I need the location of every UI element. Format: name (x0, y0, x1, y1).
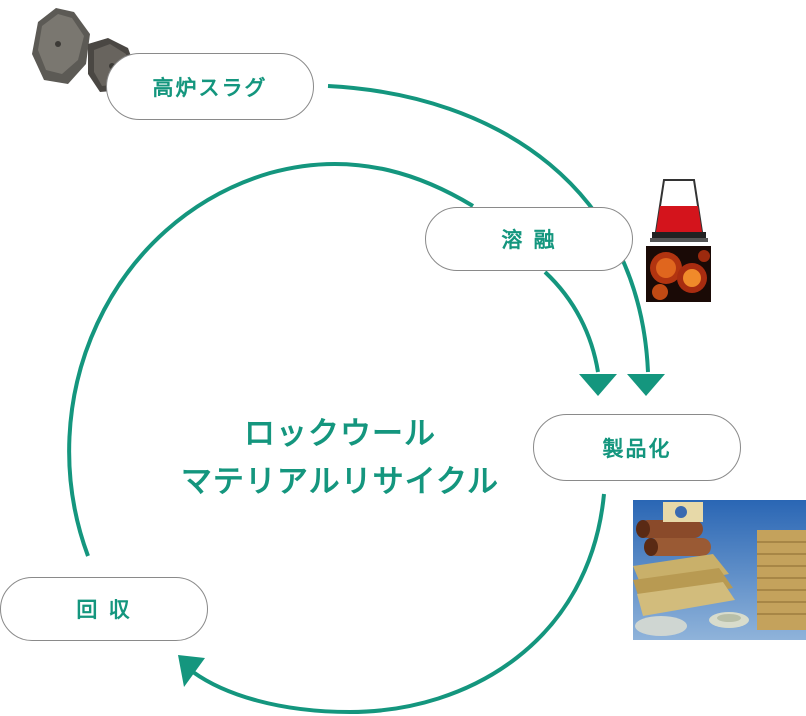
node-slag: 高炉スラグ (106, 53, 314, 120)
node-slag-label: 高炉スラグ (152, 75, 268, 100)
arrowhead-bottom (178, 655, 205, 687)
arrowhead-inner (579, 374, 617, 396)
center-title-line1: ロックウール (244, 416, 436, 452)
arrow-product-to-collect (191, 493, 606, 715)
center-title-line2: マテリアルリサイクル (180, 464, 500, 500)
arrow-collect-to-melt (67, 161, 475, 557)
arrow-melt-to-product (543, 270, 600, 373)
node-product: 製品化 (533, 414, 741, 481)
node-collect: 回 収 (0, 577, 208, 641)
arrow-slag-to-product (327, 84, 650, 373)
node-melt-label: 溶 融 (501, 228, 557, 252)
molten-slag-icon (646, 246, 711, 302)
node-collect-label: 回 収 (76, 598, 132, 622)
arrowhead-outer (627, 374, 665, 396)
node-melt: 溶 融 (425, 207, 633, 271)
node-product-label: 製品化 (602, 436, 672, 461)
rockwool-products-icon (633, 500, 806, 640)
furnace-crucible-icon (650, 179, 708, 242)
